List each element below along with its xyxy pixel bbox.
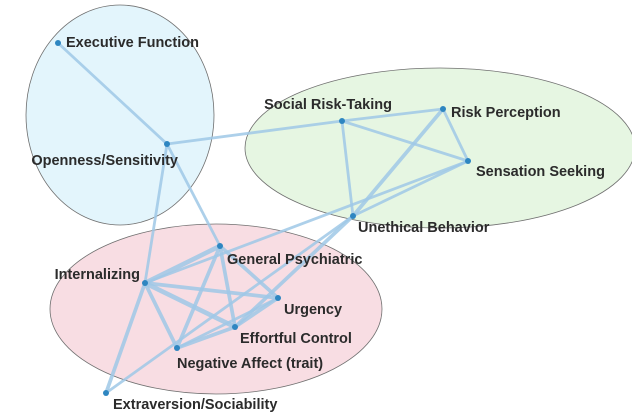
cluster-risk — [244, 67, 632, 229]
edge-sensation_seeking-internalizing — [143, 159, 470, 285]
edge-openness_sensitivity-internalizing — [143, 142, 169, 285]
node-general_psychiatric — [217, 243, 223, 249]
node-extraversion_sociability — [103, 390, 109, 396]
node-label-social_risk_taking: Social Risk-Taking — [264, 97, 392, 113]
edge-general_psychiatric-urgency — [218, 244, 280, 300]
edge-general_psychiatric-internalizing — [142, 243, 223, 286]
node-internalizing — [142, 280, 148, 286]
node-label-sensation_seeking: Sensation Seeking — [476, 164, 605, 180]
node-label-urgency: Urgency — [284, 302, 342, 318]
node-label-unethical_behavior: Unethical Behavior — [358, 220, 490, 236]
edge-general_psychiatric-effortful_control — [218, 244, 237, 329]
node-label-executive_function: Executive Function — [66, 35, 199, 51]
edge-social_risk_taking-unethical_behavior — [340, 119, 355, 218]
node-openness_sensitivity — [164, 141, 170, 147]
node-sensation_seeking — [465, 158, 471, 164]
edge-sensation_seeking-unethical_behavior — [351, 159, 470, 218]
edge-urgency-negative_affect — [175, 296, 280, 350]
edge-openness_sensitivity-social_risk_taking — [165, 119, 344, 146]
edge-layer — [56, 41, 470, 395]
node-layer — [55, 40, 471, 396]
node-negative_affect — [174, 345, 180, 351]
edge-internalizing-extraversion_sociability — [104, 281, 147, 395]
node-label-internalizing: Internalizing — [55, 267, 140, 283]
node-label-extraversion_sociability: Extraversion/Sociability — [113, 397, 277, 413]
node-label-openness_sensitivity: Openness/Sensitivity — [31, 153, 178, 169]
node-label-general_psychiatric: General Psychiatric — [227, 252, 362, 268]
edge-executive_function-openness_sensitivity — [56, 41, 169, 146]
edge-social_risk_taking-risk_perception — [340, 107, 445, 123]
edge-internalizing-effortful_control — [142, 280, 238, 330]
node-label-risk_perception: Risk Perception — [451, 105, 561, 121]
edge-internalizing-urgency — [143, 281, 280, 300]
edge-general_psychiatric-negative_affect — [175, 244, 222, 350]
edge-effortful_control-negative_affect — [175, 325, 237, 350]
edge-social_risk_taking-sensation_seeking — [340, 119, 470, 163]
cluster-cognitive — [25, 4, 215, 226]
edge-internalizing-negative_affect — [143, 281, 179, 350]
edge-risk_perception-sensation_seeking — [441, 107, 470, 163]
node-effortful_control — [232, 324, 238, 330]
node-unethical_behavior — [350, 213, 356, 219]
node-label-negative_affect: Negative Affect (trait) — [177, 356, 323, 372]
node-urgency — [275, 295, 281, 301]
node-social_risk_taking — [339, 118, 345, 124]
node-risk_perception — [440, 106, 446, 112]
node-executive_function — [55, 40, 61, 46]
edge-openness_sensitivity-general_psychiatric — [165, 142, 222, 248]
node-label-effortful_control: Effortful Control — [240, 331, 352, 347]
